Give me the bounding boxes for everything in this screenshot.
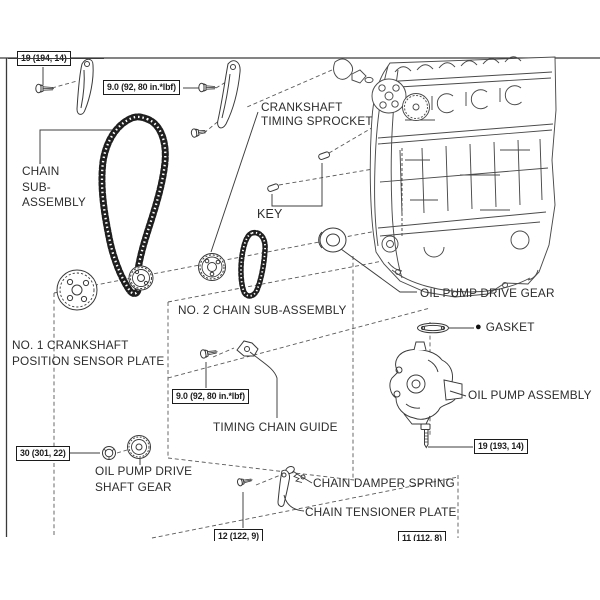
no2-chain (238, 229, 268, 299)
chain-tensioner-plate-part (277, 469, 290, 507)
bolt-upper-guide (198, 82, 217, 93)
label-timing-chain-guide: TIMING CHAIN GUIDE (213, 420, 338, 434)
label-chain-damper-spring: CHAIN DAMPER SPRING (313, 476, 455, 490)
engine-front-sprocket (371, 78, 407, 114)
torque-spec-guide-bolt: 9.0 (92, 80 in.*lbf) (172, 389, 249, 404)
gasket-part (417, 322, 449, 334)
diagram-artwork (0, 56, 600, 539)
oil-pump-bolt (420, 423, 431, 449)
torque-spec-bottom-left: 12 (122, 9) (214, 529, 263, 541)
chain-lower-sprocket (128, 265, 154, 291)
timing-chain-guide-part (236, 340, 259, 357)
timing-chain-exploded-diagram: 19 (194, 14) 9.0 (92, 80 in.*lbf) 9.0 (9… (0, 51, 600, 541)
torque-spec-crank-nut: 30 (301, 22) (16, 446, 70, 461)
label-gasket: ● GASKET (475, 320, 535, 334)
label-chain-sub-assembly: CHAIN SUB- ASSEMBLY (22, 164, 86, 211)
torque-spec-bottom-right: 11 (112, 8) (398, 531, 446, 541)
engine-block (333, 56, 557, 298)
label-line: POSITION SENSOR PLATE (12, 353, 165, 368)
crankshaft-timing-sprocket (198, 253, 226, 281)
torque-spec-oil-pump-bolt: 19 (193, 14) (474, 439, 528, 454)
label-oil-pump-drive-shaft-gear: OIL PUMP DRIVE SHAFT GEAR (95, 464, 192, 495)
oil-pump-assembly-part (389, 341, 463, 425)
bolt-mid-guide (190, 128, 207, 138)
label-crankshaft-timing-sprocket: CRANKSHAFT TIMING SPROCKET (261, 100, 373, 128)
timing-chain (98, 113, 169, 297)
label-chain-tensioner-plate: CHAIN TENSIONER PLATE (305, 505, 457, 519)
bolt-top-left (35, 83, 55, 94)
label-line: SUB- (22, 179, 51, 194)
no1-crankshaft-position-sensor-plate (56, 269, 98, 311)
label-line: CRANKSHAFT (261, 100, 343, 114)
crankshaft-nut (102, 446, 116, 460)
engine-cam-gear (402, 93, 430, 121)
label-no1-crankshaft-position-sensor-plate: NO. 1 CRANKSHAFT POSITION SENSOR PLATE (12, 338, 164, 369)
label-line: TIMING SPROCKET (261, 114, 373, 128)
gasket-bullet-icon: ● (475, 320, 482, 333)
bolt-chain-guide (199, 349, 218, 359)
upper-chain-guide (217, 60, 241, 129)
label-line: GASKET (485, 320, 535, 334)
leader-lines (39, 67, 474, 528)
key-part-lower (267, 183, 280, 192)
frame-line-over-box (8, 57, 104, 59)
label-no2-chain-sub-assembly: NO. 2 CHAIN SUB-ASSEMBLY (178, 303, 347, 317)
chain-tensioner-parts (333, 58, 374, 84)
label-oil-pump-assembly: OIL PUMP ASSEMBLY (468, 388, 592, 402)
bolt-tensioner (236, 478, 253, 487)
chain-tensioner-slipper (76, 58, 94, 115)
label-oil-pump-drive-gear: OIL PUMP DRIVE GEAR (420, 286, 555, 300)
label-key: KEY (257, 207, 283, 221)
parts (35, 58, 463, 507)
label-line: ASSEMBLY (22, 195, 86, 209)
torque-spec-upper-bolt: 9.0 (92, 80 in.*lbf) (103, 80, 180, 95)
oil-pump-drive-shaft-gear-part (127, 435, 151, 459)
oil-pump-drive-gear-part (318, 227, 347, 253)
label-line: SHAFT GEAR (95, 479, 172, 494)
key-part-upper (318, 151, 331, 160)
label-line: CHAIN (22, 164, 60, 178)
label-line: NO. 1 CRANKSHAFT (12, 338, 129, 352)
label-line: OIL PUMP DRIVE (95, 464, 193, 478)
